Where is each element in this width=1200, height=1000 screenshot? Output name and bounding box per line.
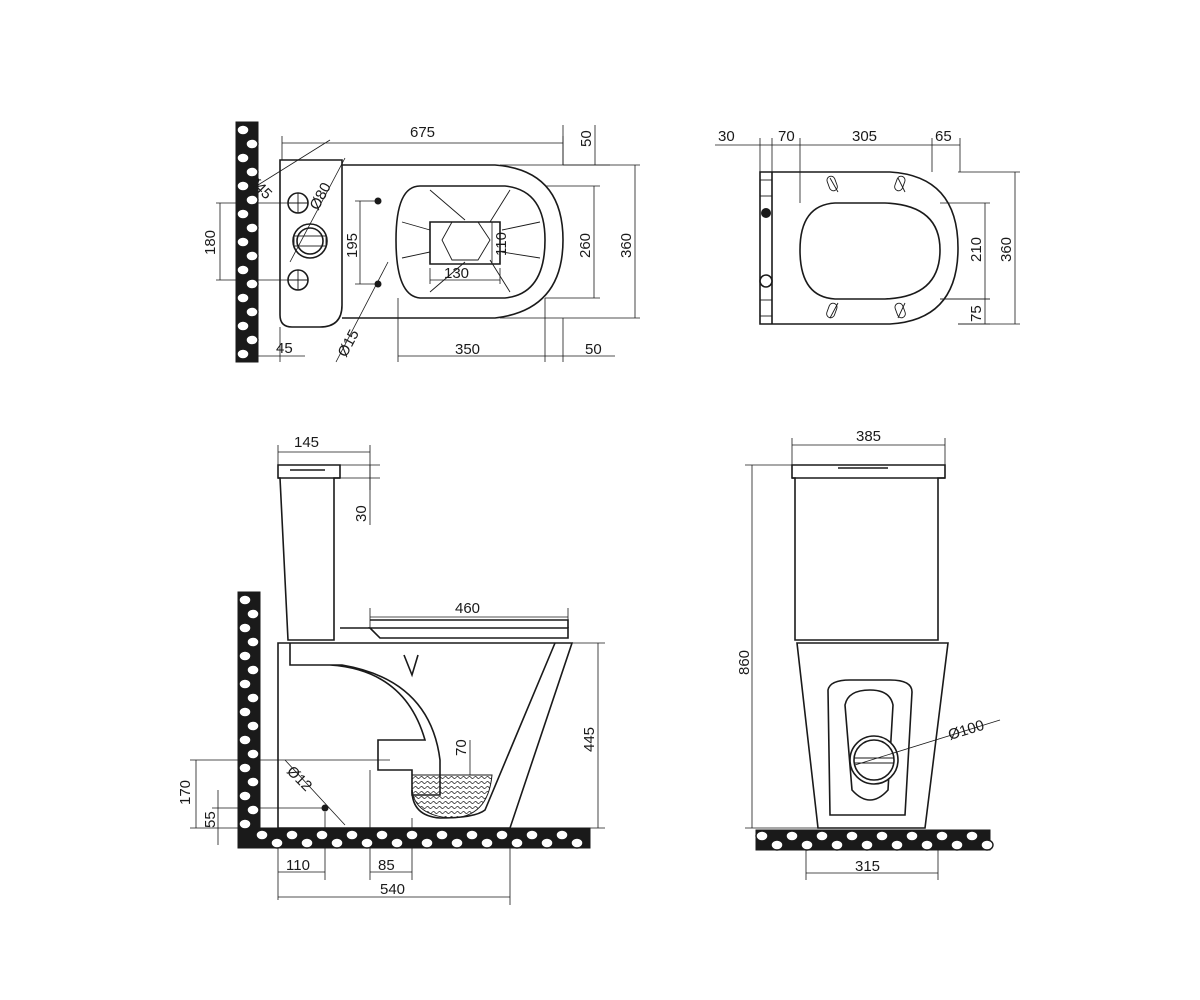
seat-dim-75: 75 (968, 305, 985, 322)
water-area (411, 774, 493, 819)
seat-dim-70: 70 (778, 128, 795, 145)
tank-side (277, 464, 341, 641)
dim-260: 260 (577, 233, 594, 258)
tank-front (791, 464, 946, 641)
dim-50-top: 50 (578, 130, 595, 147)
seat-dim-65: 65 (935, 128, 952, 145)
inner-bowl-outline (395, 185, 546, 299)
dim-110: 110 (493, 232, 510, 256)
front-view: 385 860 Ø100 315 (736, 428, 1001, 880)
side-dim-70: 70 (453, 739, 470, 756)
dim-50-front: 50 (585, 341, 602, 358)
side-dim-55: 55 (202, 811, 219, 828)
side-dim-170: 170 (177, 780, 194, 805)
seat-dim-305: 305 (852, 128, 877, 145)
seat-view: 30 70 305 65 210 360 75 (715, 128, 1020, 325)
side-dim-445: 445 (581, 727, 598, 752)
bowl-top-outline (342, 164, 564, 319)
front-dim-385: 385 (856, 428, 881, 445)
side-view: 145 30 460 445 70 Ø12 170 55 110 85 540 (177, 434, 605, 905)
dim-130: 130 (444, 265, 469, 282)
flush-button (292, 223, 328, 259)
top-view: 675 50 180 Ø45 Ø80 45 Ø15 195 350 50 130… (202, 121, 640, 363)
front-dim-860: 860 (736, 650, 753, 675)
dim-45: 45 (276, 340, 293, 357)
seat-opening (799, 202, 941, 300)
outlet-front (849, 735, 899, 785)
dim-360: 360 (618, 233, 635, 258)
seat-side (368, 627, 569, 639)
front-dim-315: 315 (855, 858, 880, 875)
dim-180: 180 (202, 230, 219, 255)
dim-195: 195 (344, 233, 361, 258)
seat-outline (759, 171, 959, 325)
side-dim-30: 30 (353, 505, 370, 522)
side-dim-145: 145 (294, 434, 319, 451)
seat-dim-210: 210 (968, 237, 985, 262)
side-dim-85: 85 (378, 857, 395, 874)
side-dim-dia12: Ø12 (283, 763, 315, 795)
seat-dim-360: 360 (998, 237, 1015, 262)
dim-350: 350 (455, 341, 480, 358)
side-dim-460: 460 (455, 600, 480, 617)
tank-top-outline (279, 159, 343, 328)
dim-fix-dia: Ø15 (335, 327, 363, 360)
outlet-top (429, 221, 501, 265)
bowl-front (796, 642, 949, 829)
seat-dim-30: 30 (718, 128, 735, 145)
stones (236, 124, 994, 851)
front-dim-dia100: Ø100 (946, 717, 986, 744)
hinge-lower (759, 274, 773, 288)
side-dim-110: 110 (286, 857, 310, 874)
side-dim-540: 540 (380, 881, 405, 898)
dim-675: 675 (410, 124, 435, 141)
hinge-upper (761, 208, 771, 218)
